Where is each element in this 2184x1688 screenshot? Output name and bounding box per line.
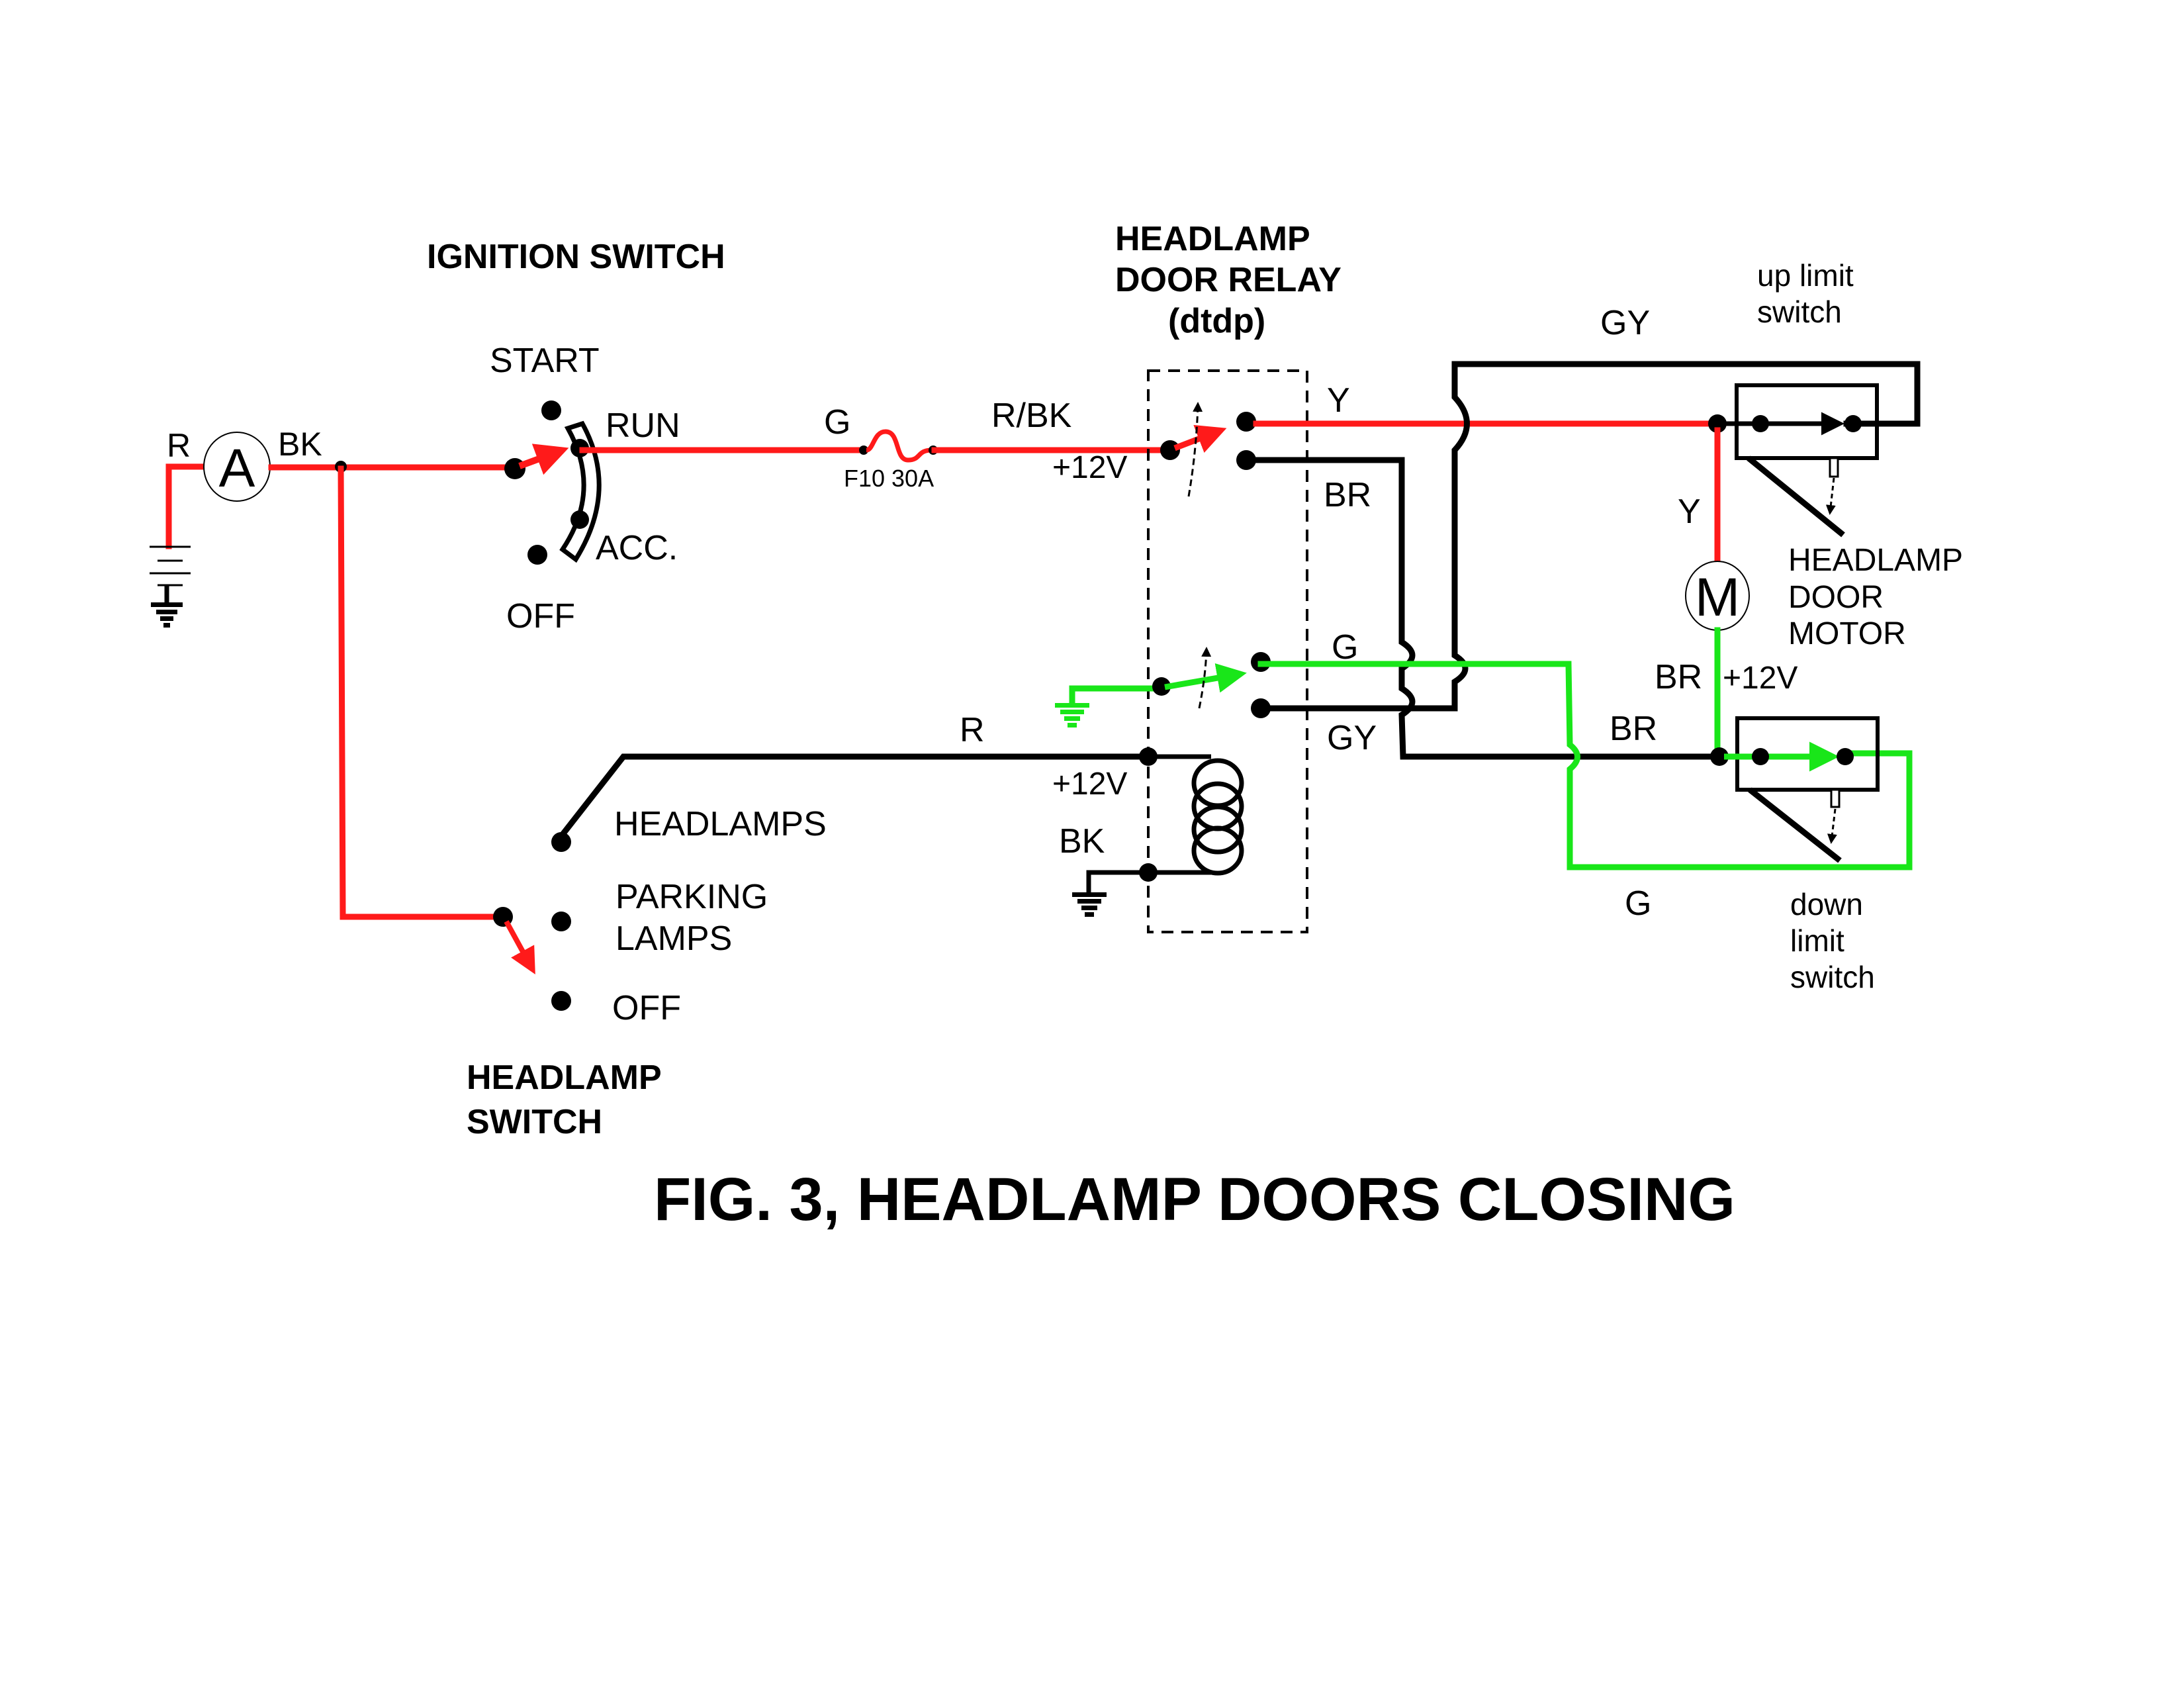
coil-ground-icon	[1072, 870, 1148, 917]
wire-label-gy-relay: GY	[1327, 719, 1377, 757]
headlamp-pos-lamps: LAMPS	[615, 919, 732, 958]
headlamp-contact-off	[551, 991, 571, 1011]
headlamp-switch-title-2: SWITCH	[467, 1103, 602, 1141]
contact-off	[527, 545, 547, 565]
relay-upper-arm	[1173, 424, 1227, 453]
ignition-pos-start: START	[490, 342, 600, 380]
headlamp-pos-off: OFF	[612, 989, 681, 1027]
down-limit-label-2: limit	[1790, 923, 1844, 958]
up-limit-label-2: switch	[1757, 295, 1842, 329]
fuse-f10: F10 30A	[844, 429, 938, 492]
relay-coil-icon	[1148, 754, 1244, 876]
ammeter-symbol: A	[219, 438, 255, 498]
wire-coil-feed-r	[559, 753, 1152, 837]
fuse-label: F10 30A	[844, 465, 934, 492]
wire-label-br-relay: BR	[1324, 476, 1371, 514]
down-limit-label-3: switch	[1790, 960, 1875, 994]
up-limit-label-1: up limit	[1757, 258, 1854, 293]
wire-g-loop	[1257, 661, 1913, 870]
down-limit-contact-2	[1837, 748, 1854, 765]
wire-label-g-loop: G	[1625, 884, 1651, 923]
relay-ground-icon	[1055, 685, 1165, 727]
wire-label-gy-top: GY	[1600, 304, 1650, 342]
wire-label-br-motor: BR	[1655, 658, 1702, 696]
ignition-pos-run: RUN	[606, 406, 680, 445]
relay-title-1: HEADLAMP	[1115, 220, 1310, 258]
wire-label-r-bk: R/BK	[991, 397, 1072, 435]
headlamp-door-motor: M HEADLAMP DOOR MOTOR	[1685, 543, 1963, 651]
motor-name-1: HEADLAMP	[1788, 543, 1963, 578]
headlamp-contact-headlamps	[551, 832, 571, 852]
wire-label-y: Y	[1327, 381, 1350, 420]
ignition-switch-title: IGNITION SWITCH	[427, 238, 725, 276]
ignition-pos-acc: ACC.	[596, 529, 678, 567]
contact-acc	[570, 510, 589, 529]
ignition-switch[interactable]: IGNITION SWITCH START RUN ACC. OFF	[427, 238, 725, 635]
wire-label-coil-r: R	[960, 711, 985, 749]
headlamp-switch-title-1: HEADLAMP	[467, 1058, 662, 1097]
relay-contact-y	[1236, 412, 1256, 432]
wire-label-g: G	[824, 403, 850, 442]
headlamp-pos-parking: PARKING	[615, 878, 768, 916]
motor-bottom-voltage: +12V	[1723, 661, 1797, 696]
relay-lower-pivot	[1152, 677, 1171, 696]
motor-symbol: M	[1695, 567, 1740, 628]
motor-name-3: MOTOR	[1788, 616, 1906, 651]
headlamp-pos-headlamps: HEADLAMPS	[614, 805, 827, 843]
up-limit-contact-2	[1844, 415, 1862, 432]
down-limit-label-1: down	[1790, 887, 1863, 921]
headlamp-switch-arm	[504, 920, 535, 975]
relay-title-3: (dtdp)	[1168, 302, 1265, 340]
contact-start	[541, 400, 561, 420]
relay-coil-ground-wire: BK	[1059, 822, 1105, 861]
wire-label-br-down: BR	[1610, 710, 1657, 748]
battery-icon	[150, 545, 191, 586]
battery-ground-section: R A BK	[150, 426, 322, 628]
headlamp-contact-parking	[551, 912, 571, 931]
down-limit-switch: down limit switch	[1710, 716, 1880, 994]
wire-label-bk: BK	[278, 426, 322, 463]
ignition-pos-off: OFF	[506, 597, 575, 635]
wire-label-r: R	[167, 427, 191, 464]
wire-label-y-motor: Y	[1678, 492, 1701, 531]
relay-enclosure	[1147, 369, 1308, 933]
wire-battery-r	[165, 463, 206, 549]
ignition-wiper-arc	[559, 420, 602, 563]
relay-coil-voltage: +12V	[1052, 767, 1127, 802]
relay-title-2: DOOR RELAY	[1115, 261, 1342, 299]
wire-gy-loop	[1257, 361, 1921, 712]
down-limit-junction	[1710, 747, 1729, 766]
down-limit-contact-1	[1752, 748, 1769, 765]
up-limit-contact-1	[1752, 415, 1769, 432]
ground-icon	[151, 585, 183, 628]
wire-label-g-relay: G	[1332, 628, 1358, 667]
wire-br	[1253, 457, 1723, 760]
relay-lower-actuation-arrow	[1198, 647, 1212, 709]
ignition-switch-arm	[518, 444, 569, 475]
relay-upper-voltage: +12V	[1052, 450, 1127, 485]
ammeter-icon: A	[203, 432, 271, 502]
relay-upper-actuation-arrow	[1187, 402, 1203, 497]
motor-name-2: DOOR	[1788, 580, 1884, 615]
headlamp-switch[interactable]: HEADLAMPS PARKING LAMPS OFF HEADLAMP SWI…	[467, 805, 827, 1141]
relay-contact-br	[1236, 450, 1256, 470]
figure-title: FIG. 3, HEADLAMP DOORS CLOSING	[654, 1166, 1735, 1233]
ignition-pivot	[504, 458, 525, 479]
up-limit-switch: up limit switch	[1708, 258, 1879, 538]
wire-to-headlamp-switch	[338, 465, 506, 920]
headlamp-door-relay: HEADLAMP DOOR RELAY (dtdp)	[1052, 220, 1342, 933]
relay-lower-arm	[1164, 663, 1247, 693]
